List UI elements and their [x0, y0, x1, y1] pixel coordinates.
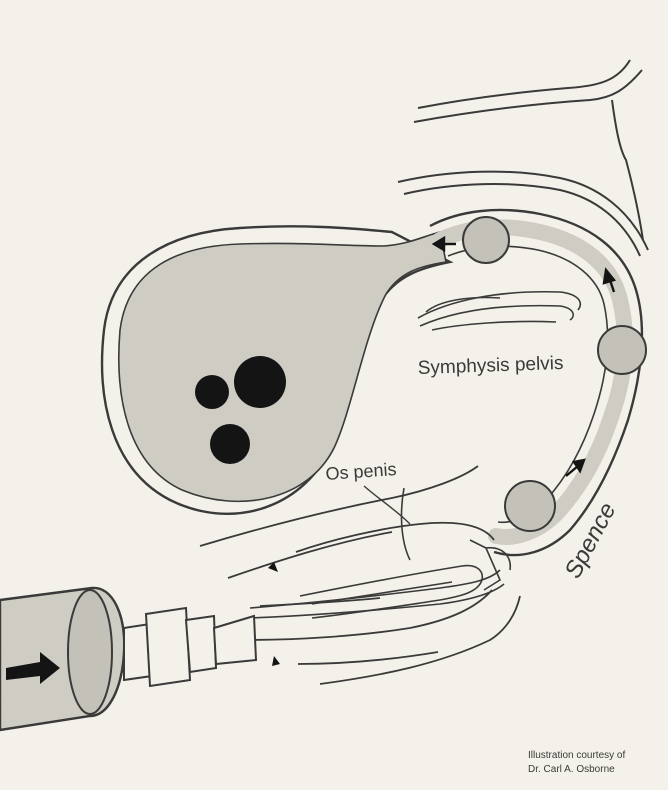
- urolith-3: [505, 481, 555, 531]
- bladder-calculus-2: [234, 356, 286, 408]
- bladder-lumen: [119, 232, 446, 501]
- urolith-1: [463, 217, 509, 263]
- bladder-calculus-1: [195, 375, 229, 409]
- credit-line-1: Illustration courtesy of: [528, 750, 625, 761]
- prepuce-markers: [268, 562, 280, 666]
- label-os-penis: Os penis: [325, 459, 397, 484]
- label-symphysis-pelvis: Symphysis pelvis: [417, 353, 563, 379]
- syringe-hub: [124, 608, 256, 686]
- bladder-calculus-3: [210, 424, 250, 464]
- urolith-2: [598, 326, 646, 374]
- syringe-plunger-face: [68, 590, 112, 714]
- credit-line-2: Dr. Carl A. Osborne: [528, 764, 615, 775]
- symphysis-pelvis-bone: [418, 292, 580, 330]
